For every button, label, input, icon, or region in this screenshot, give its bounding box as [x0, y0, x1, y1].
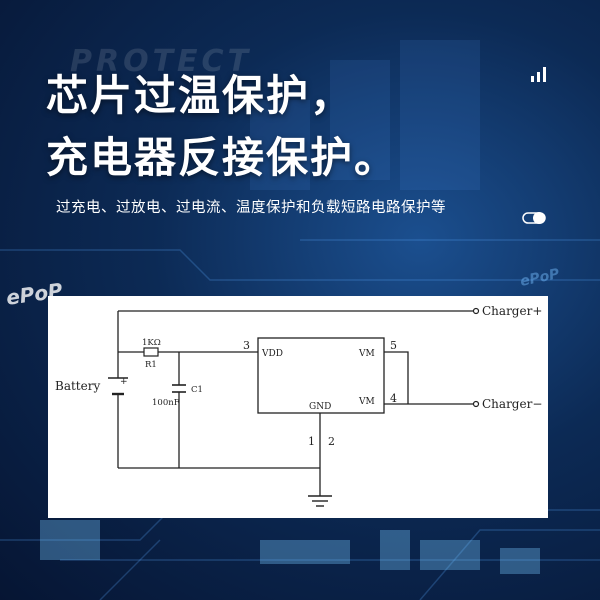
pin-vm-top-label: VM	[358, 349, 375, 359]
pin-5-number: 5	[390, 339, 397, 352]
pin-3-number: 3	[243, 339, 250, 352]
pin-1-number: 1	[308, 435, 315, 448]
pin-2-number: 2	[328, 435, 335, 448]
headline-line-1: 芯片过温保护，	[46, 71, 355, 120]
signal-bars-icon	[531, 67, 546, 82]
charger-minus-label: Charger−	[482, 397, 542, 411]
toggle-icon	[522, 212, 546, 224]
terminal-charger-plus	[472, 307, 480, 315]
pin-vdd-label: VDD	[261, 349, 283, 359]
pin-4-number: 4	[390, 392, 397, 405]
battery-label: Battery	[55, 379, 100, 393]
capacitor-name: C1	[191, 385, 203, 395]
charger-plus-label: Charger+	[482, 304, 542, 318]
battery-plus-sign: +	[120, 377, 128, 387]
resistor-r1	[143, 347, 159, 357]
resistor-value: 1KΩ	[142, 338, 161, 348]
capacitor-value: 100nF	[152, 398, 180, 408]
subtitle: 过充电、过放电、过电流、温度保护和负载短路电路保护等	[56, 200, 446, 216]
pin-gnd-label: GND	[309, 402, 331, 412]
wire-vm-top	[384, 351, 409, 404]
headline-line-2: 充电器反接保护。	[46, 133, 399, 182]
terminal-charger-minus	[472, 400, 480, 408]
protection-ic	[257, 337, 385, 414]
pin-vm-bottom-label: VM	[358, 397, 375, 407]
watermark-text: PROTECT	[70, 44, 253, 79]
circuit-schematic: + Battery 1KΩ R1 C1 100nF VDD GND VM VM …	[55, 304, 542, 507]
circuit-diagram-panel: + Battery 1KΩ R1 C1 100nF VDD GND VM VM …	[48, 296, 548, 518]
ground-icon	[308, 495, 332, 507]
resistor-name: R1	[145, 360, 157, 370]
